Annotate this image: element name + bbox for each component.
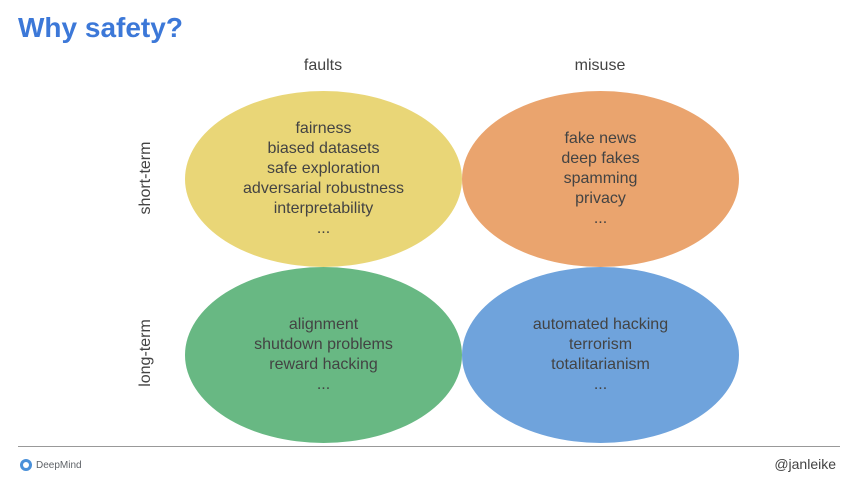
item-list: automated hacking terrorism totalitarianis…: [533, 315, 668, 395]
item-list: fairness biased datasets safe exploration a…: [243, 119, 404, 239]
ellipse-long-term-faults: alignment shutdown problems reward hacking…: [185, 267, 462, 443]
list-item: fairness: [295, 120, 352, 137]
list-item: biased datasets: [267, 140, 380, 157]
list-item: alignment: [288, 316, 359, 333]
deepmind-logo: DeepMind: [20, 457, 82, 473]
list-item: shutdown problems: [254, 336, 393, 353]
footer-divider: [18, 446, 840, 447]
list-item: reward hacking: [269, 356, 378, 373]
list-item: privacy: [575, 190, 626, 207]
list-item: ...: [316, 220, 331, 237]
author-handle: @janleike: [774, 456, 836, 472]
ellipse-short-term-faults: fairness biased datasets safe exploration a…: [185, 91, 462, 267]
column-header-faults: faults: [303, 57, 343, 74]
row-header-long-term: long-term: [137, 319, 154, 387]
logo-text: DeepMind: [36, 459, 82, 471]
list-item: spamming: [563, 170, 638, 187]
ellipse-long-term-misuse: automated hacking terrorism totalitarianis…: [462, 267, 739, 443]
list-item: ...: [593, 210, 608, 227]
deepmind-logo-icon: [20, 459, 32, 471]
item-list: alignment shutdown problems reward hacking…: [254, 315, 393, 395]
item-list: fake news deep fakes spamming privacy...: [561, 129, 639, 229]
list-item: terrorism: [568, 336, 633, 353]
list-item: ...: [316, 376, 331, 393]
list-item: deep fakes: [561, 150, 640, 167]
slide-title: Why safety?: [18, 12, 183, 43]
list-item: fake news: [564, 130, 637, 147]
list-item: safe exploration: [267, 160, 380, 177]
list-item: interpretability: [273, 200, 374, 217]
list-item: adversarial robustness: [243, 180, 404, 197]
column-header-misuse: misuse: [574, 57, 626, 74]
ellipse-short-term-misuse: fake news deep fakes spamming privacy...: [462, 91, 739, 267]
list-item: totalitarianism: [551, 356, 650, 373]
row-header-short-term: short-term: [137, 141, 154, 215]
list-item: automated hacking: [532, 316, 669, 333]
list-item: ...: [593, 376, 608, 393]
